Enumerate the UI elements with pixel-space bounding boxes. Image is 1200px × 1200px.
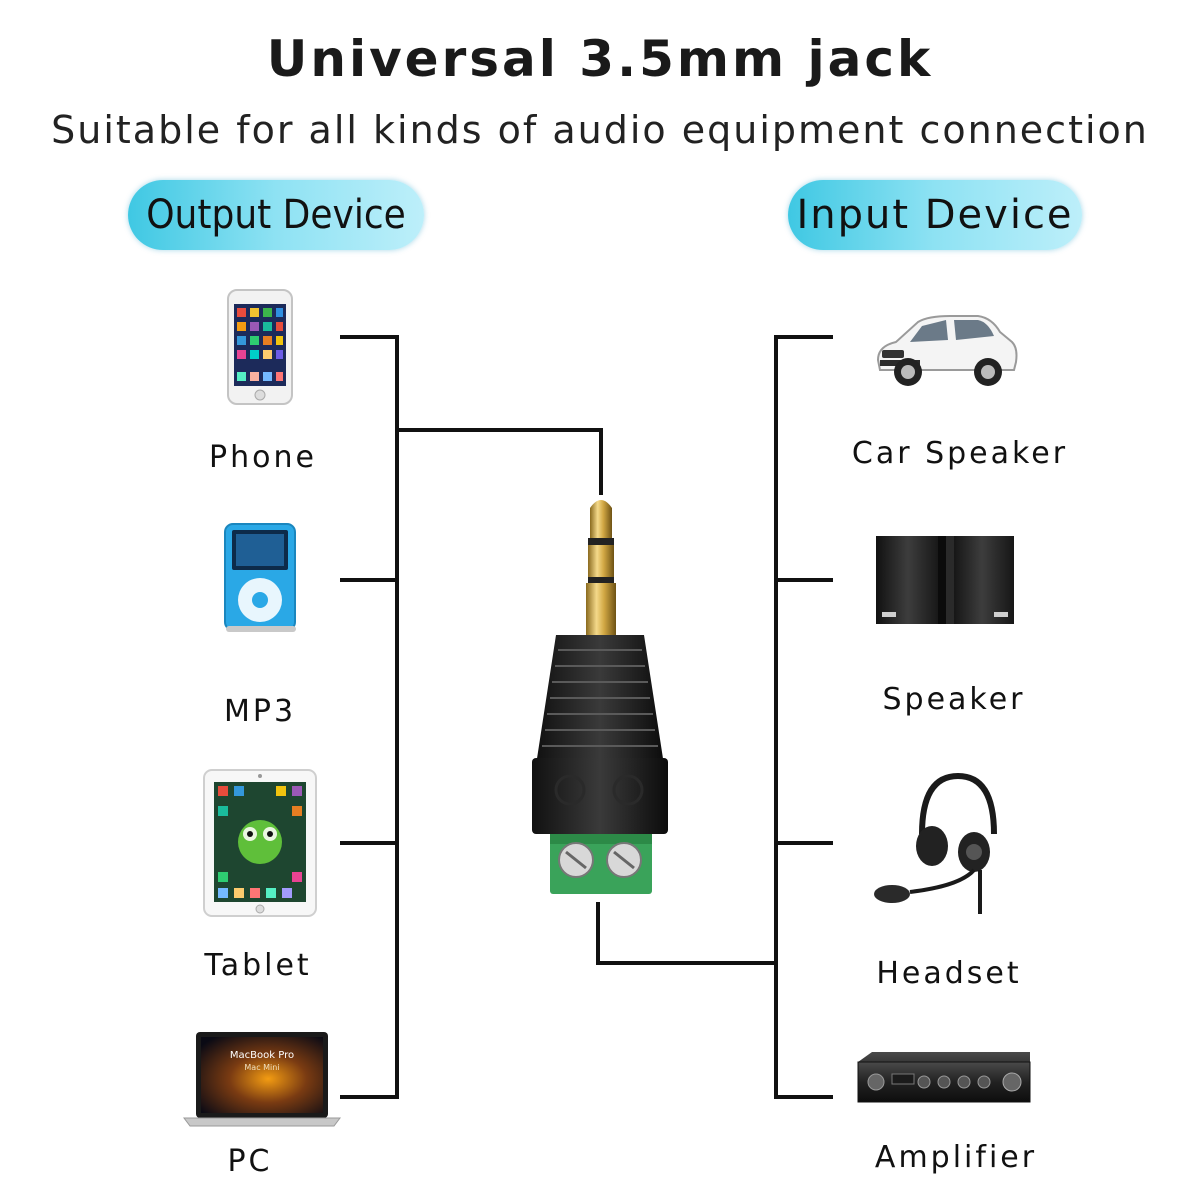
output-device-badge: Output Device bbox=[128, 180, 424, 250]
output-label-tablet: Tablet bbox=[204, 948, 312, 983]
input-label-headset: Headset bbox=[876, 956, 1022, 991]
output-label-mp3: MP3 bbox=[223, 694, 297, 729]
amplifier-icon bbox=[857, 1052, 1031, 1103]
input-device-badge: Input Device bbox=[788, 180, 1082, 250]
headset-icon bbox=[874, 772, 997, 914]
phone-icon bbox=[227, 289, 293, 405]
input-label-speaker: Speaker bbox=[882, 682, 1026, 717]
speaker-icon bbox=[876, 536, 1014, 624]
output-label-pc: PC bbox=[227, 1144, 273, 1179]
laptop-screen-line-2: Mac Mini bbox=[244, 1063, 279, 1072]
plug-to-right-line bbox=[596, 902, 776, 965]
laptop-icon: MacBook Pro Mac Mini bbox=[183, 1032, 341, 1127]
output-label-phone: Phone bbox=[209, 440, 317, 475]
input-label-car-speaker: Car Speaker bbox=[851, 436, 1069, 471]
left-to-plug-line bbox=[397, 428, 603, 495]
page-title: Universal 3.5mm jack bbox=[266, 30, 934, 88]
jack-plug-icon bbox=[532, 500, 668, 894]
page-subtitle: Suitable for all kinds of audio equipmen… bbox=[51, 108, 1149, 152]
car-icon bbox=[876, 315, 1018, 386]
mp3-player-icon bbox=[224, 523, 296, 632]
input-label-amplifier: Amplifier bbox=[874, 1140, 1038, 1175]
tablet-icon bbox=[203, 769, 317, 917]
laptop-screen-line-1: MacBook Pro bbox=[230, 1050, 294, 1061]
